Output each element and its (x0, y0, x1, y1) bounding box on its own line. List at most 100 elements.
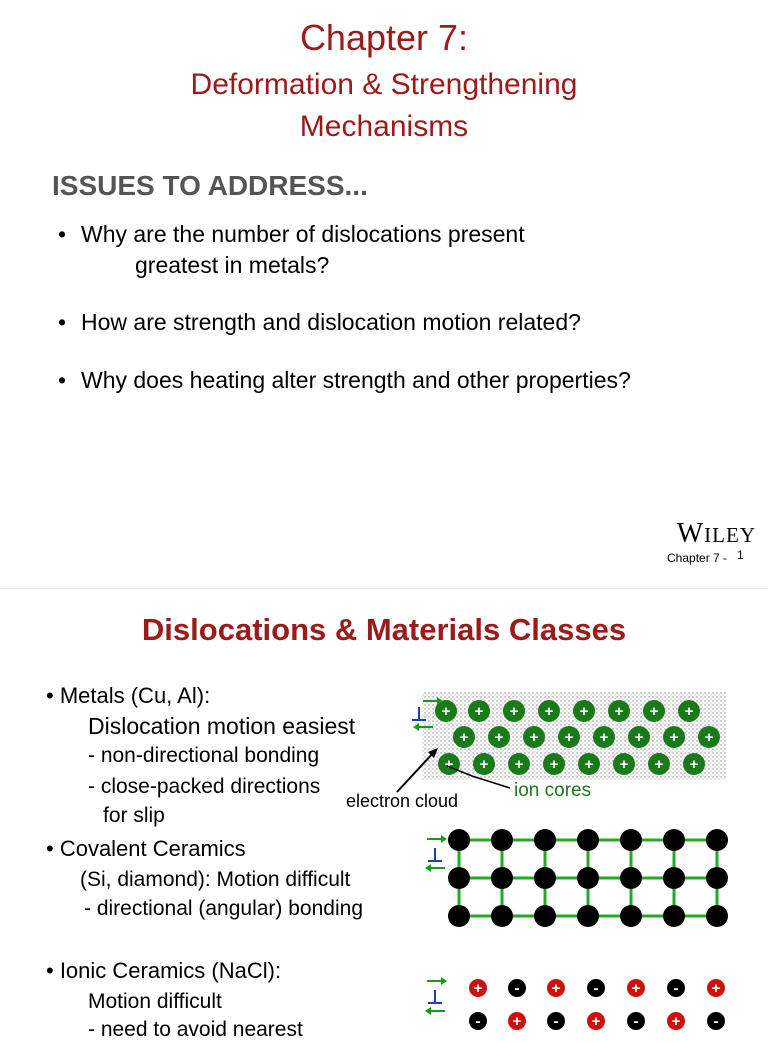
metals-line1: Dislocation motion easiest (88, 713, 356, 739)
svg-text:+: + (475, 703, 484, 720)
covalent-atom (534, 905, 556, 927)
covalent-line1: (Si, diamond): Motion difficult (80, 868, 351, 891)
svg-text:+: + (585, 756, 594, 773)
anion: - (627, 1012, 645, 1030)
ion-core: + (523, 726, 545, 748)
issues-heading: ISSUES TO ADDRESS... (52, 170, 368, 201)
svg-text:-: - (674, 980, 679, 997)
covalent-atom (706, 829, 728, 851)
svg-text:+: + (565, 729, 574, 746)
ion-cores-pointer (446, 765, 511, 789)
covalent-atom (663, 867, 685, 889)
ion-core: + (593, 726, 615, 748)
metals-line2: - non-directional bonding (88, 744, 320, 767)
covalent-atom (448, 905, 470, 927)
bullet-dot-2: • (58, 309, 67, 335)
covalent-atom (620, 829, 642, 851)
chapter-subtitle-line1: Deformation & Strengthening (190, 68, 578, 101)
svg-text:+: + (670, 729, 679, 746)
svg-text:-: - (634, 1013, 639, 1030)
ion-core: + (453, 726, 475, 748)
svg-text:-: - (476, 1013, 481, 1030)
svg-text:+: + (460, 729, 469, 746)
ion-core: + (613, 753, 635, 775)
bullet-dot-1: • (58, 221, 67, 247)
covalent-heading: • Covalent Ceramics (46, 836, 246, 861)
svg-text:+: + (515, 756, 524, 773)
svg-text:+: + (620, 756, 629, 773)
bullet-2-line1: How are strength and dislocation motion … (81, 309, 581, 335)
svg-text:+: + (655, 756, 664, 773)
covalent-atom (620, 905, 642, 927)
covalent-atoms-group (448, 829, 728, 927)
dislocation-icon (428, 848, 442, 862)
ion-core: + (538, 700, 560, 722)
covalent-atom (534, 867, 556, 889)
cation: + (547, 979, 565, 997)
ionic-heading: • Ionic Ceramics (NaCl): (46, 958, 282, 983)
wiley-logo: WILEY (676, 518, 756, 549)
ion-cores-label: ion cores (514, 780, 592, 801)
page-footer: Chapter 7 - 1 (667, 548, 744, 565)
covalent-atom (491, 867, 513, 889)
covalent-atom (706, 905, 728, 927)
ion-core: + (678, 700, 700, 722)
covalent-atom (706, 867, 728, 889)
svg-text:+: + (632, 980, 641, 997)
anion: - (547, 1012, 565, 1030)
ion-core: + (698, 726, 720, 748)
chapter-subtitle-line2: Mechanisms (299, 110, 469, 143)
covalent-atom (491, 905, 513, 927)
bullet-1-line2: greatest in metals? (135, 252, 330, 278)
svg-text:+: + (592, 1013, 601, 1030)
cation: + (707, 979, 725, 997)
ionic-ions-group: +-+-+-+-+-+-+- (469, 979, 725, 1030)
ion-core: + (683, 753, 705, 775)
ion-core: + (473, 753, 495, 775)
ion-core: + (508, 753, 530, 775)
anion: - (667, 979, 685, 997)
svg-text:+: + (685, 703, 694, 720)
svg-text:+: + (690, 756, 699, 773)
svg-text:-: - (554, 1013, 559, 1030)
bullet-1-line1: Why are the number of dislocations prese… (81, 221, 525, 247)
slide2-title: Dislocations & Materials Classes (141, 612, 627, 647)
svg-text:+: + (600, 729, 609, 746)
svg-text:-: - (515, 980, 520, 997)
covalent-line2: - directional (angular) bonding (84, 897, 363, 920)
ion-core: + (663, 726, 685, 748)
ion-core: + (558, 726, 580, 748)
svg-text:+: + (712, 980, 721, 997)
svg-text:+: + (442, 703, 451, 720)
ionic-line1: Motion difficult (88, 990, 222, 1013)
covalent-atom (448, 829, 470, 851)
covalent-atom (491, 829, 513, 851)
covalent-atom (663, 905, 685, 927)
dislocation-icon (428, 990, 442, 1004)
svg-text:+: + (510, 703, 519, 720)
ion-cores-group: ++++++++++++++++++++++++ (435, 700, 720, 775)
svg-text:+: + (474, 980, 483, 997)
electron-cloud-label: electron cloud (346, 791, 459, 811)
svg-text:+: + (513, 1013, 522, 1030)
ion-core: + (573, 700, 595, 722)
metals-line4: for slip (103, 804, 165, 827)
ion-core: + (578, 753, 600, 775)
svg-text:+: + (650, 703, 659, 720)
covalent-atom (577, 829, 599, 851)
metals-line3: - close-packed directions (88, 775, 321, 798)
ion-core: + (628, 726, 650, 748)
cation: + (508, 1012, 526, 1030)
anion: - (469, 1012, 487, 1030)
anion: - (707, 1012, 725, 1030)
svg-text:+: + (580, 703, 589, 720)
svg-text:+: + (705, 729, 714, 746)
slide-divider (0, 588, 768, 589)
svg-text:-: - (714, 1013, 719, 1030)
ion-core: + (543, 753, 565, 775)
svg-text:+: + (615, 703, 624, 720)
svg-text:-: - (594, 980, 599, 997)
svg-text:+: + (635, 729, 644, 746)
